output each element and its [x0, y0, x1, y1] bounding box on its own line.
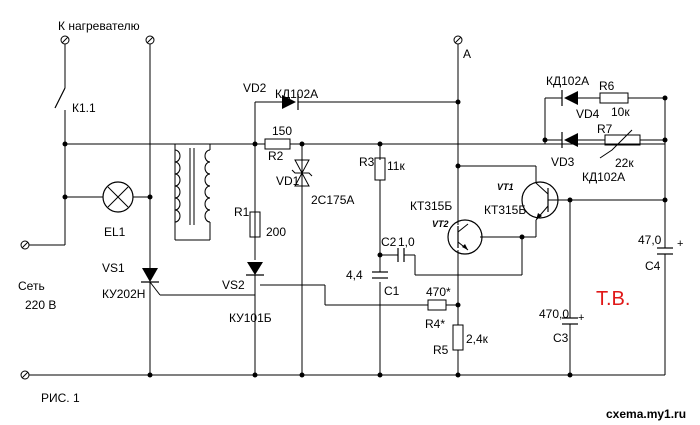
r4-label: R4*	[425, 317, 445, 331]
resistor-r5	[452, 324, 464, 351]
thyristor-vs2	[246, 262, 264, 276]
diode-vd4	[561, 90, 578, 106]
vd2-type-label: КД102А	[275, 87, 318, 101]
vd4-label: VD4	[576, 107, 600, 121]
wires	[29, 44, 666, 376]
mains-terminal-top	[20, 240, 30, 250]
lamp-el1	[102, 181, 134, 213]
resistor-r4	[427, 299, 447, 311]
resistor-r6	[599, 92, 629, 104]
c3-label: C3	[553, 331, 569, 345]
thermistor-r7	[599, 129, 641, 159]
tv-label: Т.В.	[596, 288, 630, 310]
k11-label: К1.1	[72, 101, 96, 115]
heater-terminal-right	[145, 35, 155, 45]
transistor-vt1	[521, 181, 559, 221]
c1-value-label: 4,4	[346, 268, 363, 282]
heater-terminal-left	[60, 35, 70, 45]
vd1-label: VD1	[276, 174, 300, 188]
labels: К нагревателю К1.1 EL1 Сеть 220 В VS1 КУ…	[18, 19, 686, 421]
r1-value-label: 200	[266, 225, 286, 239]
el1-label: EL1	[104, 225, 126, 239]
transistor-vt2	[447, 219, 483, 255]
vd4-type-label: КД102А	[546, 74, 589, 88]
r6-value-label: 10к	[611, 105, 630, 119]
capacitor-c3: +	[562, 312, 584, 325]
r4-value-label: 470*	[426, 285, 451, 299]
r2-value-label: 150	[272, 124, 292, 138]
capacitor-c2	[397, 248, 405, 262]
c2-value-label: 1,0	[398, 235, 415, 249]
resistor-r2	[264, 138, 291, 150]
capacitor-c1	[372, 271, 388, 279]
net-voltage-label: 220 В	[25, 298, 56, 312]
vt2-type-label: КТ315Б	[410, 199, 452, 213]
resistor-r3	[374, 157, 386, 181]
node-a-terminal	[453, 35, 463, 45]
c1-label: C1	[384, 284, 400, 298]
node-a-label: А	[463, 47, 471, 61]
svg-text:+: +	[578, 312, 584, 324]
thyristor-vs1	[141, 268, 161, 296]
vd3-label: VD3	[551, 155, 575, 169]
junction-dots	[62, 95, 668, 378]
vs1-type-label: КУ202Н	[102, 287, 145, 301]
r3-label: R3	[359, 155, 375, 169]
r7-value-label: 22к	[615, 156, 634, 170]
zener-vd1	[291, 159, 313, 187]
c3-value-label: 470,0	[539, 307, 569, 321]
figure-caption: РИС. 1	[41, 391, 80, 405]
vt1-label: VT1	[497, 182, 514, 192]
c4-label: C4	[645, 259, 661, 273]
r5-label: R5	[433, 343, 449, 357]
resistor-r1	[249, 211, 261, 238]
vs2-type-label: КУ101Б	[229, 311, 272, 325]
r7-label: R7	[597, 122, 613, 136]
c2-label: C2	[381, 235, 397, 249]
capacitor-c4: +	[657, 238, 683, 255]
net-label: Сеть	[18, 279, 45, 293]
heater-label: К нагревателю	[58, 19, 140, 33]
c4-value-label: 47,0	[638, 233, 662, 247]
r1-label: R1	[234, 205, 250, 219]
transformer	[174, 148, 211, 225]
r5-value-label: 2,4к	[466, 332, 489, 346]
vd2-label: VD2	[243, 81, 267, 95]
vd3-type-label: КД102А	[582, 170, 625, 184]
watermark: cxema.my1.ru	[606, 407, 686, 421]
diode-vd3	[561, 132, 578, 148]
vt1-type-label: КТ315Б	[484, 203, 526, 217]
mains-terminal-bottom	[20, 370, 30, 380]
r3-value-label: 11к	[387, 159, 405, 173]
vs2-label: VS2	[222, 278, 245, 292]
r6-label: R6	[599, 79, 615, 93]
relay-contact-k11	[54, 87, 66, 109]
diode-vd2	[282, 94, 299, 110]
r2-label: R2	[268, 149, 284, 163]
svg-text:+: +	[677, 238, 683, 250]
vd1-type-label: 2С175А	[311, 193, 354, 207]
vs1-label: VS1	[102, 261, 125, 275]
vt2-label: VT2	[432, 219, 449, 229]
